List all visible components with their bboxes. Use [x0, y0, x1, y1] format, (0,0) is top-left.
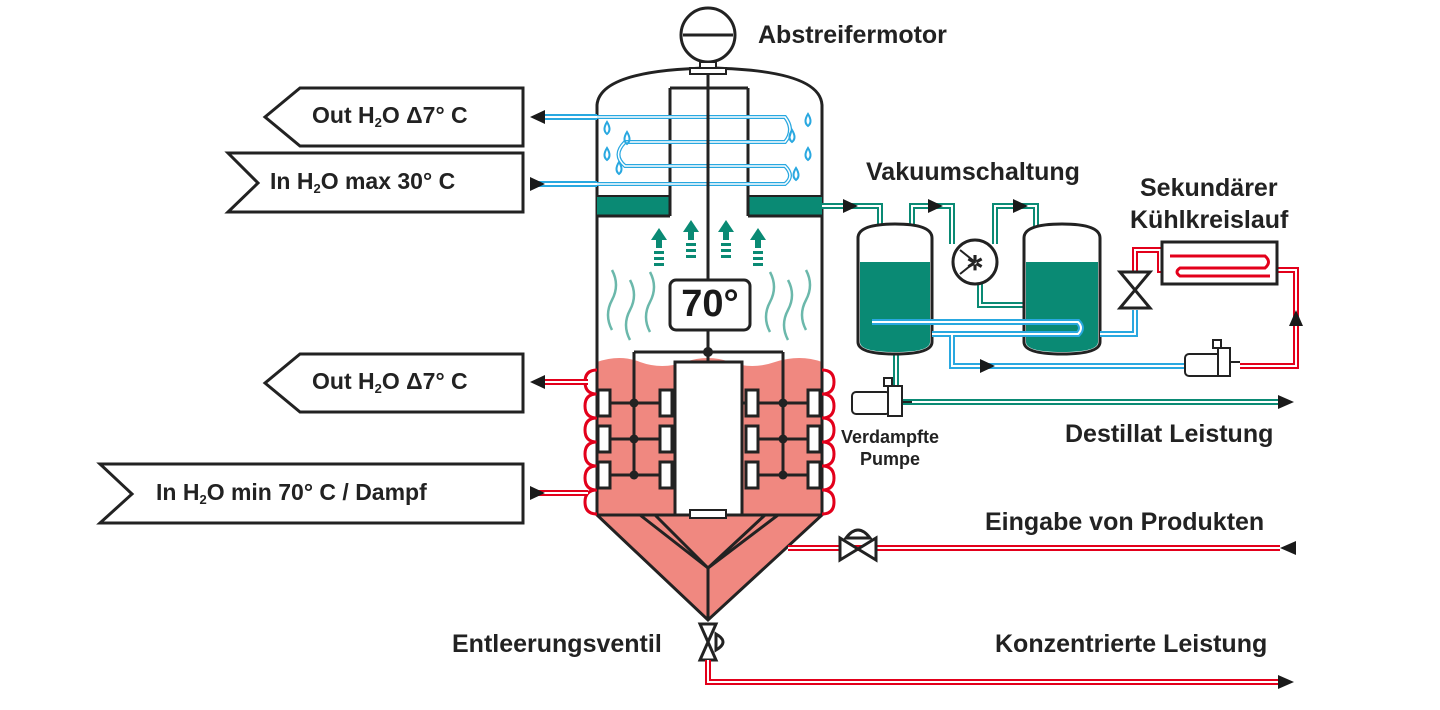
secondary-cooling-arrow — [980, 359, 995, 373]
svg-text:✲: ✲ — [967, 253, 984, 275]
condenser-section — [597, 86, 822, 218]
secondary-valve-icon — [1116, 270, 1154, 310]
concentrate-pipe — [705, 660, 1294, 689]
cooling-pipe-in — [530, 177, 597, 191]
cooling-coil — [545, 115, 792, 186]
secondary-cooling-blue-inner — [872, 310, 1185, 367]
secondary-heat-exchanger — [1160, 240, 1279, 286]
scraper-motor-label: Abstreifermotor — [758, 21, 947, 49]
cooling-pipe-out — [530, 110, 597, 124]
evaporator-pump-label-line2: Pumpe — [859, 449, 920, 469]
secondary-pump — [1184, 339, 1240, 377]
heating-water-out-badge: Out H2O Δ7° C — [312, 368, 468, 396]
product-input-valve-icon — [838, 528, 878, 563]
scraper-rotor — [632, 347, 785, 519]
evaporator-pump — [851, 377, 912, 417]
scraper-motor — [679, 6, 737, 75]
cooling-coil-inner — [545, 116, 791, 185]
cooling-water-in-badge: In H2O max 30° C — [270, 168, 456, 196]
vacuum-pump: ✲ — [951, 238, 999, 286]
drain-valve-icon — [697, 622, 725, 662]
distillate-tank-1 — [856, 222, 934, 356]
temperature-readout: 70° — [681, 282, 739, 325]
secondary-cooling-up-arrow — [1289, 310, 1303, 326]
steam-wisps — [606, 269, 812, 341]
distillate-output-label: Destillat Leistung — [1065, 420, 1274, 448]
evaporator-pump-label-line1: Verdampfte — [840, 427, 940, 447]
product-input-label: Eingabe von Produkten — [985, 508, 1265, 536]
secondary-cooling-label-line1: Sekundärer — [1140, 174, 1278, 202]
heating-pipe-out — [530, 375, 588, 389]
drain-valve-label: Entleerungsventil — [452, 630, 662, 658]
concentrate-output-label: Konzentrierte Leistung — [995, 630, 1268, 658]
vapour-arrows — [651, 220, 766, 266]
heating-water-in-badge: In H2O min 70° C / Dampf — [156, 479, 427, 507]
distillate-arrows — [843, 199, 1294, 409]
temperature-box — [668, 278, 752, 332]
blade-joints — [629, 398, 788, 480]
cooling-water-out-badge: Out H2O Δ7° C — [312, 102, 468, 130]
secondary-cooling-label-line2: Kühlkreislauf — [1130, 206, 1289, 234]
condensate-droplets — [603, 112, 812, 182]
badge-shapes — [96, 86, 525, 525]
vacuum-switch-label: Vakuumschaltung — [866, 158, 1080, 186]
heating-pipe-in — [530, 486, 588, 500]
